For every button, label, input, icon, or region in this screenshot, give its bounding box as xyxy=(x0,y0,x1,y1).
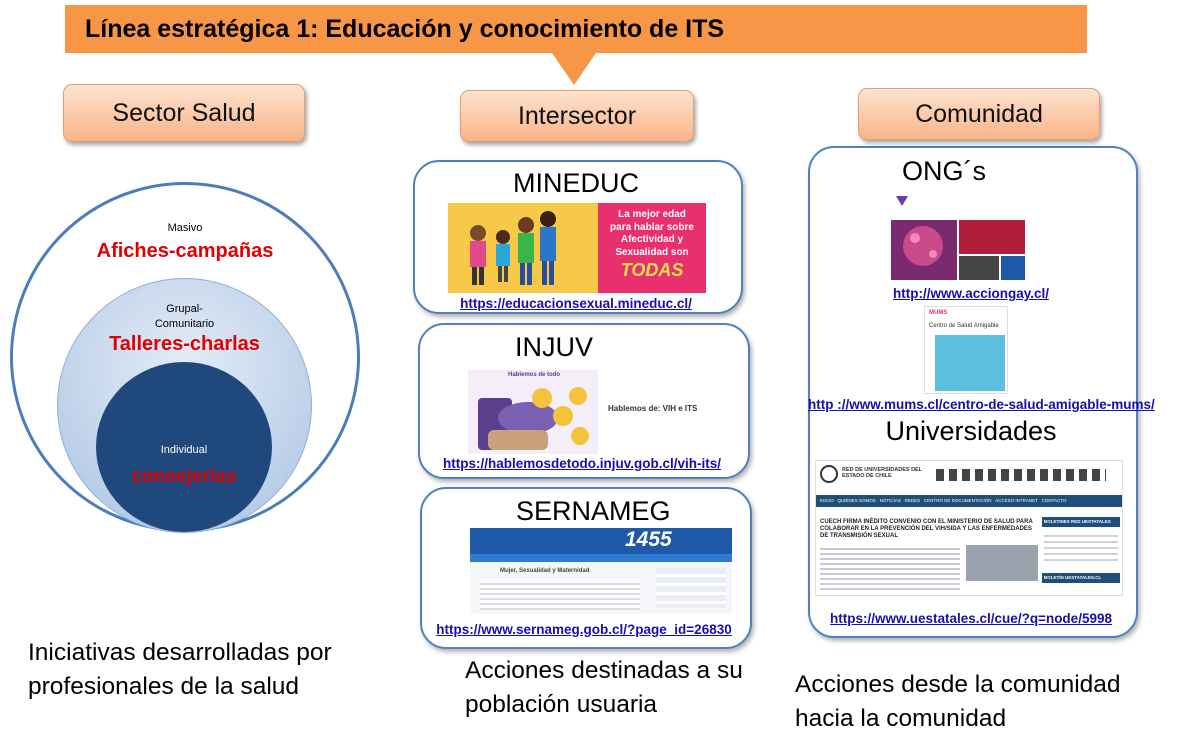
university-logos xyxy=(936,469,1106,481)
uestatales-link[interactable]: https://www.uestatales.cl/cue/?q=node/59… xyxy=(830,611,1112,626)
nav-item[interactable]: CONTACTO xyxy=(1041,498,1067,503)
universidades-title: Universidades xyxy=(885,416,1057,446)
uestatales-nav: INICIO QUIÉNES SOMOS NOTICIAS REDES CENT… xyxy=(820,498,1066,503)
talleres-label: Talleres-charlas xyxy=(109,333,260,355)
sernameg-section-title: Mujer, Sexualidad y Maternidad xyxy=(500,568,590,574)
mineduc-banner-big: TODAS xyxy=(620,260,684,280)
nav-item[interactable]: NOTICIAS xyxy=(879,498,901,503)
mineduc-title: MINEDUC xyxy=(513,168,639,198)
comunitario-label: Comunitario xyxy=(154,318,215,330)
nav-item[interactable]: ACCESO INTRANET xyxy=(995,498,1038,503)
acciongay-screenshot xyxy=(891,196,1025,280)
mums-link[interactable]: http ://www.mums.cl/centro-de-salud-amig… xyxy=(808,397,1155,412)
injuv-heading: Hablemos de: VIH e ITS xyxy=(608,404,698,413)
mums-label: Centro de Salud Amigable xyxy=(929,323,999,329)
afiches-label: Afiches-campañas xyxy=(96,240,274,262)
uestatales-navbar xyxy=(816,495,1122,507)
uestatales-side-list xyxy=(1044,531,1118,565)
acciongay-link[interactable]: http://www.acciongay.cl/ xyxy=(892,286,1050,301)
mineduc-thumbnail: La mejor edad para hablar sobre Afectivi… xyxy=(448,203,706,293)
mums-logo: MUMS xyxy=(929,310,948,316)
mineduc-banner-line: Sexualidad son xyxy=(615,246,689,258)
header-intersector: Intersector xyxy=(460,90,694,142)
injuv-link[interactable]: https://hablemosdetodo.injuv.gob.cl/vih-… xyxy=(442,456,721,471)
sernameg-thumbnail: 1455 Mujer, Sexualidad y Maternidad xyxy=(470,528,732,614)
consejerias-label: consejerías xyxy=(131,466,237,487)
chat-illustration xyxy=(468,370,598,454)
sernameg-navbar xyxy=(470,554,732,562)
header-sector-salud: Sector Salud xyxy=(63,84,305,142)
nav-item[interactable]: INICIO xyxy=(820,498,834,503)
uestatales-side-header: BOLETINES RED UESTATALES xyxy=(1042,517,1120,527)
injuv-logo: Hablemos de todo xyxy=(508,372,561,378)
strategy-banner: Línea estratégica 1: Educación y conocim… xyxy=(65,5,1087,53)
mineduc-banner-line: para hablar sobre xyxy=(610,221,694,233)
sernameg-sidebar xyxy=(656,568,726,608)
individual-label: Individual xyxy=(160,444,208,456)
acciongay-thumbnail xyxy=(891,194,1026,282)
caption-comunidad: Acciones desde la comunidad hacia la com… xyxy=(795,671,1121,733)
sernameg-number: 1455 xyxy=(625,528,672,551)
grupal-label: Grupal- xyxy=(166,303,203,315)
sernameg-link[interactable]: https://www.sernameg.gob.cl/?page_id=268… xyxy=(436,622,732,637)
mineduc-banner-line: Afectividad y xyxy=(620,234,684,245)
uestatales-photo xyxy=(966,545,1038,581)
sernameg-topbar xyxy=(470,528,732,554)
injuv-thumbnail: Hablemos de todo Hablemos de: VIH e ITS xyxy=(468,370,718,454)
header-comunidad-label: Comunidad xyxy=(915,99,1043,128)
uestatales-body-text xyxy=(820,545,960,593)
mums-thumbnail: MUMS Centro de Salud Amigable xyxy=(924,306,1008,394)
caption-sector-salud: Iniciativas desarrolladas por profesiona… xyxy=(28,639,332,701)
header-sector-salud-label: Sector Salud xyxy=(112,98,256,127)
uestatales-side-footer: BOLETÍN UESTATALES.CL xyxy=(1042,573,1120,583)
uestatales-thumbnail: RED DE UNIVERSIDADES DEL ESTADO DE CHILE… xyxy=(815,460,1123,596)
mineduc-banner-text: La mejor edad para hablar sobre Afectivi… xyxy=(598,209,706,282)
sernameg-text-lines xyxy=(480,580,640,610)
caption-intersector: Acciones destinadas a su población usuar… xyxy=(465,657,743,719)
nav-item[interactable]: QUIÉNES SOMOS xyxy=(837,498,876,503)
children-illustration xyxy=(470,203,706,293)
ong-title: ONG´s xyxy=(902,156,986,186)
mineduc-link[interactable]: https://educacionsexual.mineduc.cl/ xyxy=(460,296,692,311)
banner-title: Línea estratégica 1: Educación y conocim… xyxy=(85,14,725,43)
circle-individual xyxy=(96,362,272,532)
uestatales-logo-icon xyxy=(820,465,838,483)
uestatales-site-name: RED DE UNIVERSIDADES DEL ESTADO DE CHILE xyxy=(842,467,922,480)
masivo-label: Masivo xyxy=(167,222,203,234)
uestatales-headline: CUECH FIRMA INÉDITO CONVENIO CON EL MINI… xyxy=(820,519,1033,540)
header-comunidad: Comunidad xyxy=(858,88,1100,140)
sernameg-title: SERNAMEG xyxy=(516,496,671,526)
banner-arrow xyxy=(552,53,596,85)
header-intersector-label: Intersector xyxy=(517,101,637,130)
injuv-title: INJUV xyxy=(515,332,594,362)
mineduc-banner-line: La mejor edad xyxy=(618,209,686,220)
nav-item[interactable]: REDES xyxy=(904,498,921,503)
mums-banner xyxy=(935,335,1005,391)
nav-item[interactable]: CENTRO DE DOCUMENTACIÓN xyxy=(923,498,992,503)
